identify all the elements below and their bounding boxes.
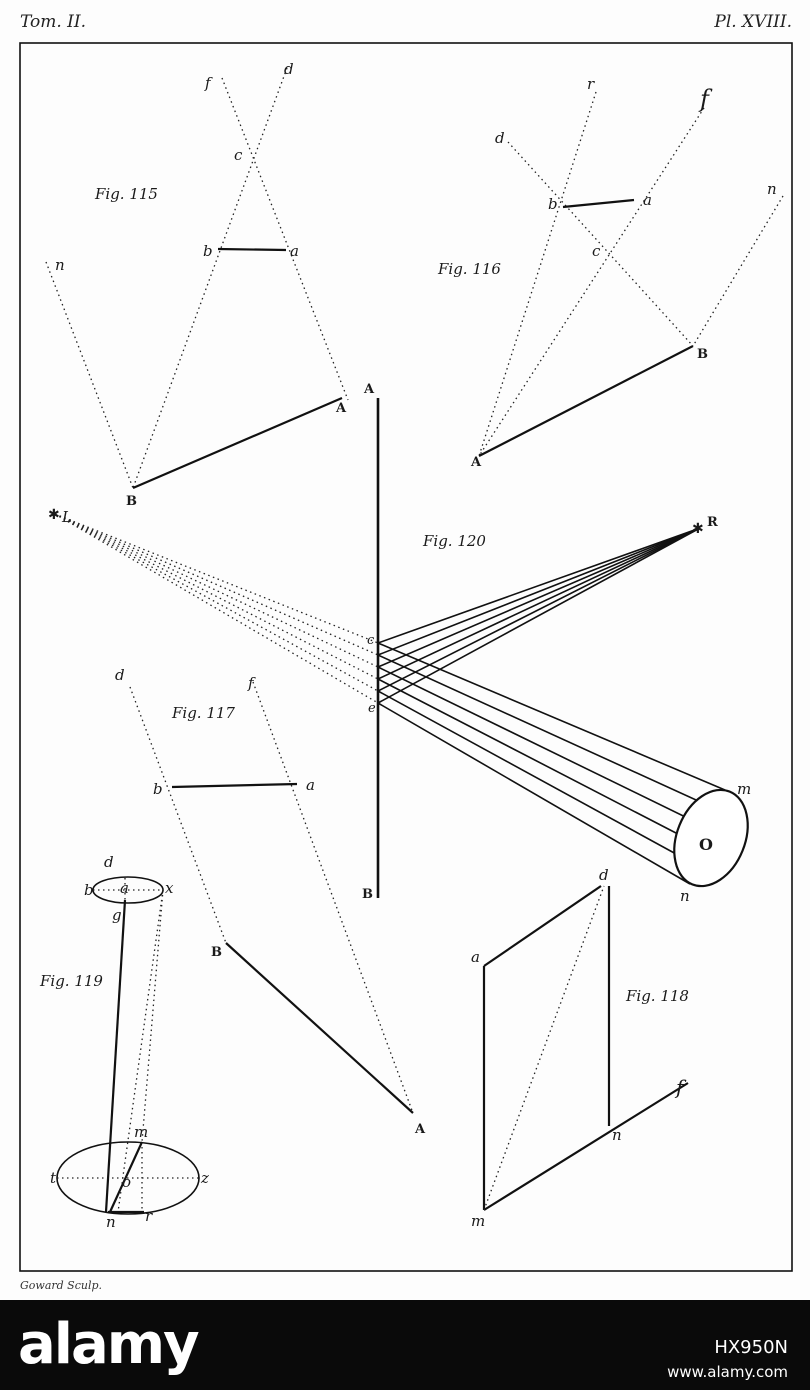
point-label: d <box>104 853 114 871</box>
figure-caption: Fig. 119 <box>39 972 103 990</box>
figure-119: d b a x g Fig. 119 m t o z n r <box>39 853 209 1231</box>
point-label: A <box>335 401 347 416</box>
point-label: d <box>495 129 505 147</box>
plate-border <box>19 42 793 1272</box>
point-label: x <box>165 879 174 897</box>
object-line-ab <box>562 198 635 209</box>
point-label: a <box>290 242 299 260</box>
figure-115: Fig. 115 f d c b a n A B <box>45 60 349 509</box>
point-label: a <box>306 776 315 794</box>
figure-caption: Fig. 117 <box>171 704 235 722</box>
stock-image-id: HX950N <box>714 1337 788 1358</box>
point-label: c <box>234 146 243 164</box>
point-label: e <box>368 701 376 716</box>
point-label: L <box>61 508 72 526</box>
point-label: a <box>120 879 129 897</box>
point-label: O <box>699 835 713 854</box>
point-label: f <box>204 74 213 92</box>
point-label: B <box>697 347 708 362</box>
point-label: b <box>84 881 94 899</box>
point-label: o <box>122 1173 131 1191</box>
star-R-icon: ✱ <box>692 521 704 537</box>
figure-caption: Fig. 116 <box>437 260 501 278</box>
point-label: m <box>737 780 751 798</box>
point-label: A <box>363 382 375 397</box>
point-label: A <box>470 455 482 470</box>
plate-number: Pl. XVIII. <box>714 12 792 32</box>
figure-120: Fig. 120 A B ✱ L ✱ R c e m O n <box>48 382 751 905</box>
diagonal-line-mn <box>108 1141 144 1213</box>
point-label: f <box>247 674 256 692</box>
plate-diagrams: Fig. 115 f d c b a n A B r f d b a c n F… <box>19 42 793 1272</box>
mirror-line-AB <box>225 942 414 1114</box>
volume-label: Tom. II. <box>20 12 87 32</box>
point-label: d <box>599 866 609 884</box>
stock-url: www.alamy.com <box>667 1363 788 1381</box>
point-label: m <box>471 1212 485 1230</box>
rays-from-R <box>377 527 701 704</box>
stock-watermark-bar <box>0 1300 810 1390</box>
point-label: B <box>126 494 137 509</box>
line-mf <box>483 1082 689 1211</box>
point-label: z <box>200 1169 209 1187</box>
point-label: n <box>106 1213 116 1231</box>
point-label: g <box>112 906 122 924</box>
point-label: r <box>587 75 595 93</box>
point-label: n <box>680 887 690 905</box>
figure-caption: Fig. 118 <box>625 987 689 1005</box>
point-label: n <box>55 256 65 274</box>
engraving-plate: Tom. II. Pl. XVIII. Fig. 115 f d c b a n… <box>19 12 793 1292</box>
star-L-icon: ✱ <box>48 507 60 523</box>
point-label: m <box>134 1123 148 1141</box>
point-label: c <box>367 633 375 648</box>
mirror-line-AB <box>132 396 343 490</box>
point-label: R <box>707 515 718 530</box>
point-label: a <box>643 191 652 209</box>
engraver-credit: Goward Sculp. <box>20 1279 103 1292</box>
point-label: n <box>767 180 777 198</box>
figure-117: d f Fig. 117 b a B A <box>115 666 426 1137</box>
eye-pupil-ellipse <box>673 788 749 888</box>
point-label: n <box>612 1126 622 1144</box>
figure-caption: Fig. 115 <box>94 185 158 203</box>
point-label: f <box>674 1075 687 1099</box>
dotted-rays-from-L <box>54 513 379 704</box>
tall-solid-line <box>104 899 127 1213</box>
point-label: a <box>471 948 480 966</box>
point-label: r <box>145 1207 153 1225</box>
object-line-ab <box>217 247 287 252</box>
point-label: B <box>362 887 373 902</box>
point-label: d <box>284 60 294 78</box>
point-label: b <box>153 780 163 798</box>
stock-logo: alamy <box>18 1312 200 1377</box>
object-line-ab <box>171 782 298 789</box>
point-label: b <box>203 242 213 260</box>
point-label: A <box>414 1122 426 1137</box>
point-label: c <box>592 242 601 260</box>
point-label: f <box>698 85 713 113</box>
point-label: b <box>548 195 558 213</box>
figure-116: r f d b a c n Fig. 116 B A <box>437 75 784 470</box>
reflected-rays-to-eye <box>377 642 726 885</box>
figure-caption: Fig. 120 <box>422 532 486 550</box>
figure-118: d a Fig. 118 f n m <box>471 866 689 1230</box>
point-label: t <box>50 1169 57 1187</box>
mirror-line-AB <box>478 345 694 457</box>
line-ad <box>483 885 602 967</box>
point-label: d <box>115 666 125 684</box>
point-label: B <box>211 945 222 960</box>
